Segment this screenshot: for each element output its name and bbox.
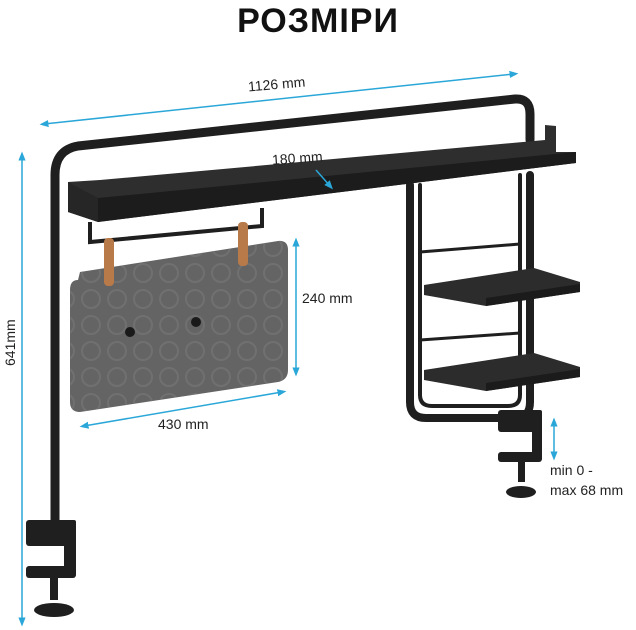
side-shelf-1: [424, 268, 580, 306]
leather-straps: [104, 222, 248, 286]
panel-height-label: 240 mm: [302, 290, 353, 306]
top-shelf: [68, 125, 576, 222]
dim-width-total: [39, 70, 519, 128]
right-clamp: [498, 410, 542, 498]
hanging-bar: [88, 208, 264, 245]
height-total-label: 641mm: [2, 319, 18, 366]
right-post-outer: [406, 171, 534, 422]
felt-pegboard: [70, 240, 288, 412]
left-clamp: [26, 520, 76, 617]
diagram-title: РОЗМІРИ: [237, 2, 399, 40]
dim-panel-width: [79, 389, 287, 429]
right-crossbar-2: [418, 331, 522, 342]
right-post-inner: [418, 173, 522, 408]
clamp-range-label-line1: min 0 -: [550, 462, 593, 478]
clamp-range-label-line2: max 68 mm: [550, 482, 624, 498]
right-crossbar-1: [418, 242, 522, 254]
side-shelf-2: [424, 353, 580, 391]
panel-width-label: 430 mm: [158, 416, 209, 432]
dimension-lines: [18, 70, 558, 627]
dim-shelf-depth: [315, 169, 333, 190]
